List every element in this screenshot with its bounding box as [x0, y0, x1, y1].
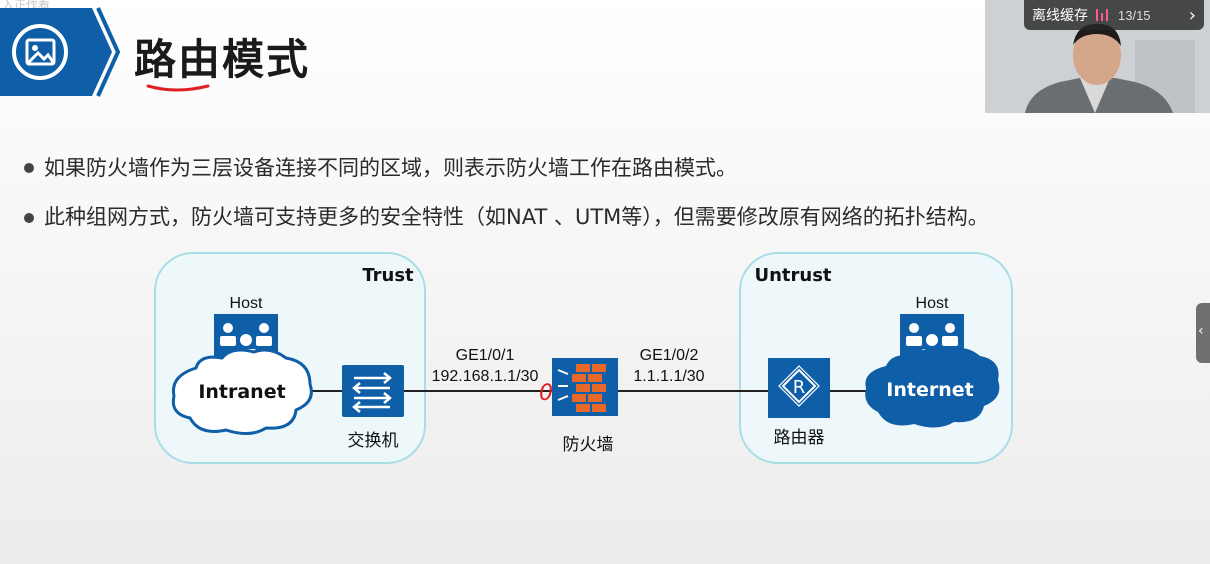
internet-label: Internet: [886, 379, 973, 401]
router-icon: [768, 358, 830, 418]
side-panel-handle[interactable]: ‹: [1196, 303, 1210, 363]
player-toolbar: 离线缓存 13/15 ›: [1024, 0, 1204, 30]
right-interface-label: GE1/0/2: [640, 347, 699, 364]
red-annotation: 0: [539, 381, 553, 406]
router-symbol: R: [793, 377, 806, 398]
left-interface-label: GE1/0/1: [456, 347, 515, 364]
left-ip-label: 192.168.1.1/30: [432, 368, 539, 385]
right-host-label: Host: [916, 295, 949, 312]
chevron-left-icon: ‹: [1198, 323, 1204, 339]
page-counter: 13/15: [1118, 7, 1151, 23]
internet-cloud: [865, 348, 1000, 428]
chevron-right-icon[interactable]: ›: [1188, 4, 1196, 26]
intranet-label: Intranet: [198, 381, 285, 403]
page-title: 路由模式: [134, 35, 311, 84]
router-label: 路由器: [774, 428, 825, 448]
switch-icon: [342, 365, 404, 417]
left-host-label: Host: [230, 295, 263, 312]
untrust-zone-label: Untrust: [754, 265, 831, 286]
title-banner: [0, 7, 120, 97]
firewall-icon: [552, 358, 618, 416]
bullet-list: 如果防火墙作为三层设备连接不同的区域，则表示防火墙工作在路由模式。 此种组网方式…: [22, 150, 1182, 249]
title-underline: [146, 84, 210, 92]
bullet-item: 此种组网方式，防火墙可支持更多的安全特性（如NAT 、UTM等），但需要修改原有…: [22, 200, 1182, 235]
trust-zone-label: Trust: [362, 265, 414, 286]
bullet-item: 如果防火墙作为三层设备连接不同的区域，则表示防火墙工作在路由模式。: [22, 150, 1182, 186]
image-icon: [12, 24, 68, 80]
intranet-cloud: [171, 348, 313, 435]
offline-cache-button[interactable]: 离线缓存: [1032, 8, 1088, 24]
switch-label: 交换机: [348, 431, 399, 451]
right-ip-label: 1.1.1.1/30: [633, 368, 704, 385]
firewall-label: 防火墙: [563, 435, 614, 455]
playlist-bars-icon: [1096, 9, 1110, 21]
